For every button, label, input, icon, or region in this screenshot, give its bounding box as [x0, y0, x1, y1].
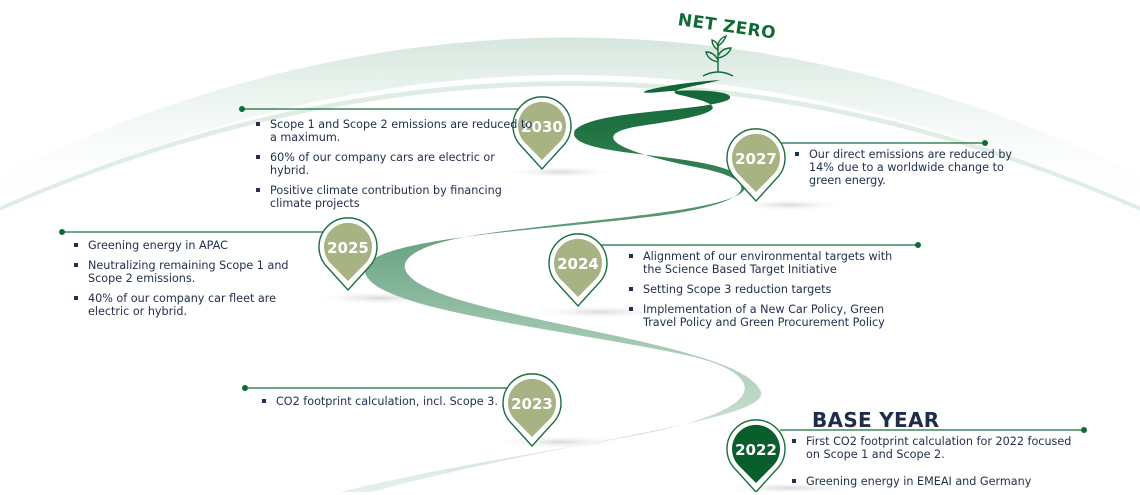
milestone-2025-text: Greening energy in APAC Neutralizing rem… [72, 239, 317, 325]
hill-horizon [0, 37, 1140, 210]
milestone-2027-text: Our direct emissions are reduced by 14% … [793, 148, 1018, 194]
milestone-item: Implementation of a New Car Policy, Gree… [627, 303, 902, 329]
pin-year-label: 2022 [735, 441, 777, 459]
milestone-item: 60% of our company cars are electric or … [254, 151, 534, 177]
milestone-item: Neutralizing remaining Scope 1 and Scope… [72, 259, 317, 285]
pin-2025: 2025 [318, 217, 378, 292]
pin-fill [731, 424, 781, 483]
connector-dots [59, 106, 1087, 433]
milestone-item: Greening energy in EMEAI and Germany [790, 475, 1080, 488]
milestone-2030-text: Scope 1 and Scope 2 emissions are reduce… [254, 118, 534, 217]
pin-year-label: 2027 [735, 150, 777, 168]
milestone-item: 40% of our company car fleet are electri… [72, 292, 317, 318]
pin-2023: 2023 [502, 373, 562, 448]
pin-year-label: 2024 [557, 255, 599, 273]
pin-2024: 2024 [548, 233, 608, 308]
sprout-icon [702, 34, 734, 77]
milestone-item: Alignment of our environmental targets w… [627, 250, 902, 276]
pin-fill [324, 222, 372, 281]
pin-2027: 2027 [726, 128, 786, 203]
pin-fill [732, 133, 780, 192]
milestone-2022-text: First CO2 footprint calculation for 2022… [790, 435, 1080, 495]
milestone-2024-text: Alignment of our environmental targets w… [627, 250, 902, 336]
milestone-item: CO2 footprint calculation, incl. Scope 3… [260, 395, 510, 408]
milestone-item: Our direct emissions are reduced by 14% … [793, 148, 1018, 187]
connector-lines [62, 108, 1084, 431]
pin-year-label: 2023 [511, 395, 553, 413]
pin-2030: 2030 [512, 96, 572, 171]
pin-fill [554, 238, 602, 297]
pin-year-label: 2030 [521, 118, 563, 136]
pin-fill [518, 101, 566, 160]
pin-2022: 2022 [726, 419, 786, 492]
milestone-item: Scope 1 and Scope 2 emissions are reduce… [254, 118, 534, 144]
pin-fill [508, 378, 557, 437]
milestone-2023-text: CO2 footprint calculation, incl. Scope 3… [260, 395, 510, 415]
milestone-item: Positive climate contribution by financi… [254, 184, 534, 210]
milestone-item: Greening energy in APAC [72, 239, 317, 252]
pin-year-label: 2025 [327, 239, 369, 257]
base-year-label: BASE YEAR [812, 408, 940, 432]
milestone-item: First CO2 footprint calculation for 2022… [790, 435, 1080, 461]
milestone-item: Setting Scope 3 reduction targets [627, 283, 902, 296]
